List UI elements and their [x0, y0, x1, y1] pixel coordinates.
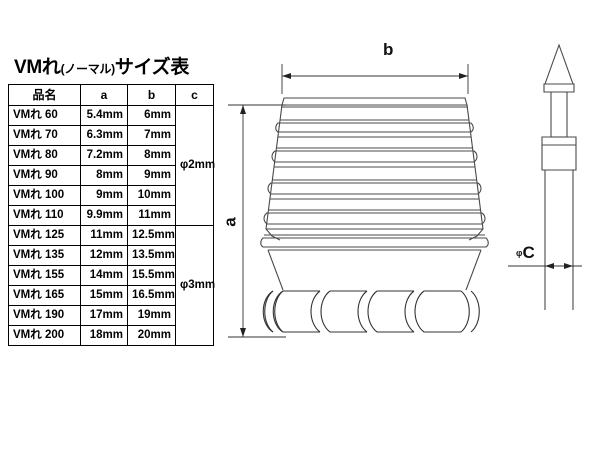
- cell-product-name: VMれ 110: [8, 204, 81, 226]
- table-header-row: 品名 a b c: [8, 83, 214, 106]
- cell-dimension-b: 16.5mm: [127, 284, 176, 306]
- coil-turn: [310, 290, 321, 333]
- column-header-b: b: [127, 83, 176, 106]
- coil-spring-drawing: [262, 290, 480, 333]
- cell-dimension-a: 9mm: [80, 184, 128, 206]
- coil-end-right: [460, 290, 470, 333]
- cell-product-name: VMれ 135: [8, 244, 81, 266]
- needle-upper-shaft: [550, 92, 568, 137]
- cell-product-name: VMれ 200: [8, 324, 81, 346]
- spec-table-title: VMれ(ノーマル)サイズ表: [14, 57, 213, 79]
- rib-band: [271, 150, 478, 163]
- cell-product-name: VMれ 80: [8, 144, 81, 166]
- technical-drawing-area: b a φC: [220, 0, 600, 450]
- coil-end-left: [264, 290, 274, 333]
- rib-band: [260, 237, 489, 248]
- cell-dimension-a: 11mm: [80, 224, 128, 246]
- cell-product-name: VMれ 90: [8, 164, 81, 186]
- needle-drawing: [541, 43, 577, 310]
- cell-dimension-a: 7.2mm: [80, 144, 128, 166]
- body-right-wall: [466, 104, 484, 241]
- cell-product-name: VMれ 155: [8, 264, 81, 286]
- needle-cone-tip: [544, 43, 574, 85]
- cell-dimension-a: 12mm: [80, 244, 128, 266]
- coil-end-right: [470, 290, 480, 333]
- body-left-wall: [265, 104, 283, 241]
- cell-product-name: VMれ 165: [8, 284, 81, 306]
- needle-boss: [541, 136, 577, 171]
- needle-lower-shaft: [544, 170, 574, 310]
- phi-symbol-c: φ: [516, 248, 523, 258]
- cell-dimension-a: 5.4mm: [80, 104, 128, 126]
- cell-product-name: VMれ 125: [8, 224, 81, 246]
- cell-dimension-b: 20mm: [127, 324, 176, 346]
- coil-turn: [320, 290, 331, 333]
- dimension-label-a: a: [220, 217, 240, 227]
- cell-product-name: VMれ 60: [8, 104, 81, 126]
- cell-dimension-b: 12.5mm: [127, 224, 176, 246]
- technical-drawing-svg: [228, 43, 582, 338]
- cell-dimension-c: φ3mm: [175, 224, 215, 346]
- coil-turn: [404, 290, 415, 333]
- rib-band: [275, 122, 474, 133]
- spec-title-tail: サイズ表: [114, 57, 190, 78]
- cell-dimension-b: 11mm: [127, 204, 176, 226]
- lower-taper-right: [465, 249, 482, 291]
- cell-dimension-b: 6mm: [127, 104, 176, 126]
- cell-dimension-a: 15mm: [80, 284, 128, 306]
- spec-title-main: VMれ: [14, 57, 61, 78]
- dimension-a-line: [228, 104, 286, 338]
- cell-dimension-a: 17mm: [80, 304, 128, 326]
- cell-dimension-a: 18mm: [80, 324, 128, 346]
- column-header-c: c: [175, 83, 214, 106]
- cell-dimension-b: 9mm: [127, 164, 176, 186]
- dimension-label-b: b: [383, 40, 394, 59]
- cell-dimension-b: 7mm: [127, 124, 176, 146]
- cell-dimension-c: φ2mm: [175, 104, 215, 226]
- cell-dimension-b: 8mm: [127, 144, 176, 166]
- cell-product-name: VMれ 100: [8, 184, 81, 206]
- dimension-label-c: φC: [516, 243, 535, 263]
- cell-dimension-a: 8mm: [80, 164, 128, 186]
- coil-turn: [357, 290, 368, 333]
- rib-band: [263, 212, 486, 225]
- body-top-cap: [281, 97, 468, 106]
- cell-product-name: VMれ 70: [8, 124, 81, 146]
- coil-turn: [367, 290, 378, 333]
- cell-dimension-b: 10mm: [127, 184, 176, 206]
- cell-dimension-b: 15.5mm: [127, 264, 176, 286]
- cell-dimension-b: 13.5mm: [127, 244, 176, 266]
- spec-title-paren: (ノーマル): [60, 62, 116, 76]
- column-header-name: 品名: [8, 83, 81, 106]
- needle-collar: [543, 83, 575, 93]
- cell-dimension-a: 14mm: [80, 264, 128, 286]
- coil-end-left: [274, 290, 284, 333]
- dimension-c-text: C: [522, 243, 535, 262]
- ribbed-body-drawing: [260, 97, 489, 291]
- cell-product-name: VMれ 190: [8, 304, 81, 326]
- column-header-a: a: [80, 83, 128, 106]
- rib-band: [267, 182, 482, 195]
- dimension-b-line: [281, 64, 469, 94]
- cell-dimension-a: 6.3mm: [80, 124, 128, 146]
- lower-taper-left: [267, 249, 284, 291]
- cell-dimension-b: 19mm: [127, 304, 176, 326]
- coil-turn: [414, 290, 425, 333]
- cell-dimension-a: 9.9mm: [80, 204, 128, 226]
